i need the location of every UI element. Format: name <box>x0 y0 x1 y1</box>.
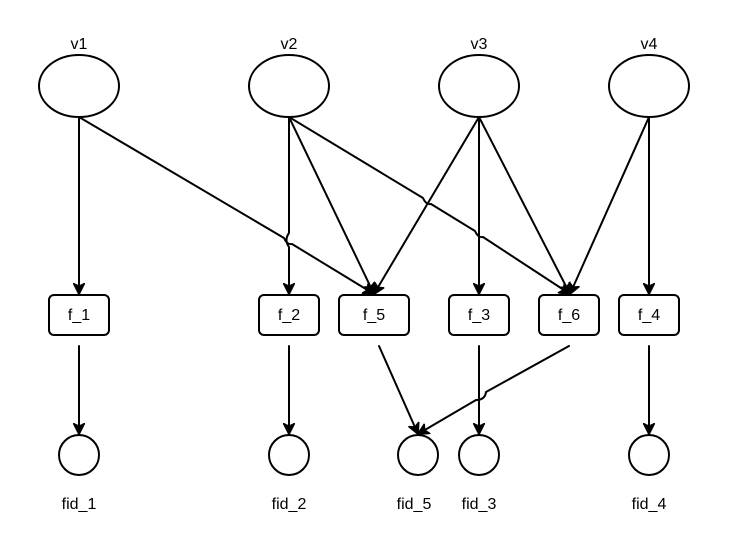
output-node-fid_5[interactable] <box>397 434 439 476</box>
output-label-fid_4: fid_4 <box>632 496 667 513</box>
edge-v4-f_6 <box>570 116 650 294</box>
function-node-f_1[interactable] <box>48 294 110 336</box>
edge-v3-f_5 <box>374 116 480 294</box>
output-label-fid_5: fid_5 <box>397 496 432 513</box>
edge-v2-f_6 <box>288 116 570 294</box>
function-label-f_3: f_3 <box>468 307 490 324</box>
output-node-fid_1[interactable] <box>58 434 100 476</box>
variable-label-v4: v4 <box>641 36 658 53</box>
function-node-f_3[interactable] <box>448 294 510 336</box>
function-label-f_5: f_5 <box>363 307 385 324</box>
output-label-fid_1: fid_1 <box>62 496 97 513</box>
function-label-f_4: f_4 <box>638 307 660 324</box>
variable-node-v1[interactable] <box>38 54 120 118</box>
edge-f_6-fid_5 <box>418 345 570 434</box>
function-node-f_5[interactable] <box>338 294 410 336</box>
function-label-f_1: f_1 <box>68 307 90 324</box>
variable-label-v1: v1 <box>71 36 88 53</box>
variable-label-v2: v2 <box>281 36 298 53</box>
function-label-f_6: f_6 <box>558 307 580 324</box>
output-label-fid_3: fid_3 <box>462 496 497 513</box>
function-node-f_6[interactable] <box>538 294 600 336</box>
function-node-f_2[interactable] <box>258 294 320 336</box>
output-node-fid_2[interactable] <box>268 434 310 476</box>
edge-f_5-fid_5 <box>378 345 418 434</box>
edge-v2-f_5 <box>288 116 374 294</box>
edge-v3-f_6 <box>478 116 571 294</box>
output-label-fid_2: fid_2 <box>272 496 307 513</box>
variable-node-v3[interactable] <box>438 54 520 118</box>
variable-node-v4[interactable] <box>608 54 690 118</box>
edge-v1-f_5 <box>78 116 374 294</box>
variable-label-v3: v3 <box>471 36 488 53</box>
output-node-fid_3[interactable] <box>458 434 500 476</box>
function-node-f_4[interactable] <box>618 294 680 336</box>
function-label-f_2: f_2 <box>278 307 300 324</box>
variable-node-v2[interactable] <box>248 54 330 118</box>
output-node-fid_4[interactable] <box>628 434 670 476</box>
edge-v2-f_2 <box>287 116 290 295</box>
